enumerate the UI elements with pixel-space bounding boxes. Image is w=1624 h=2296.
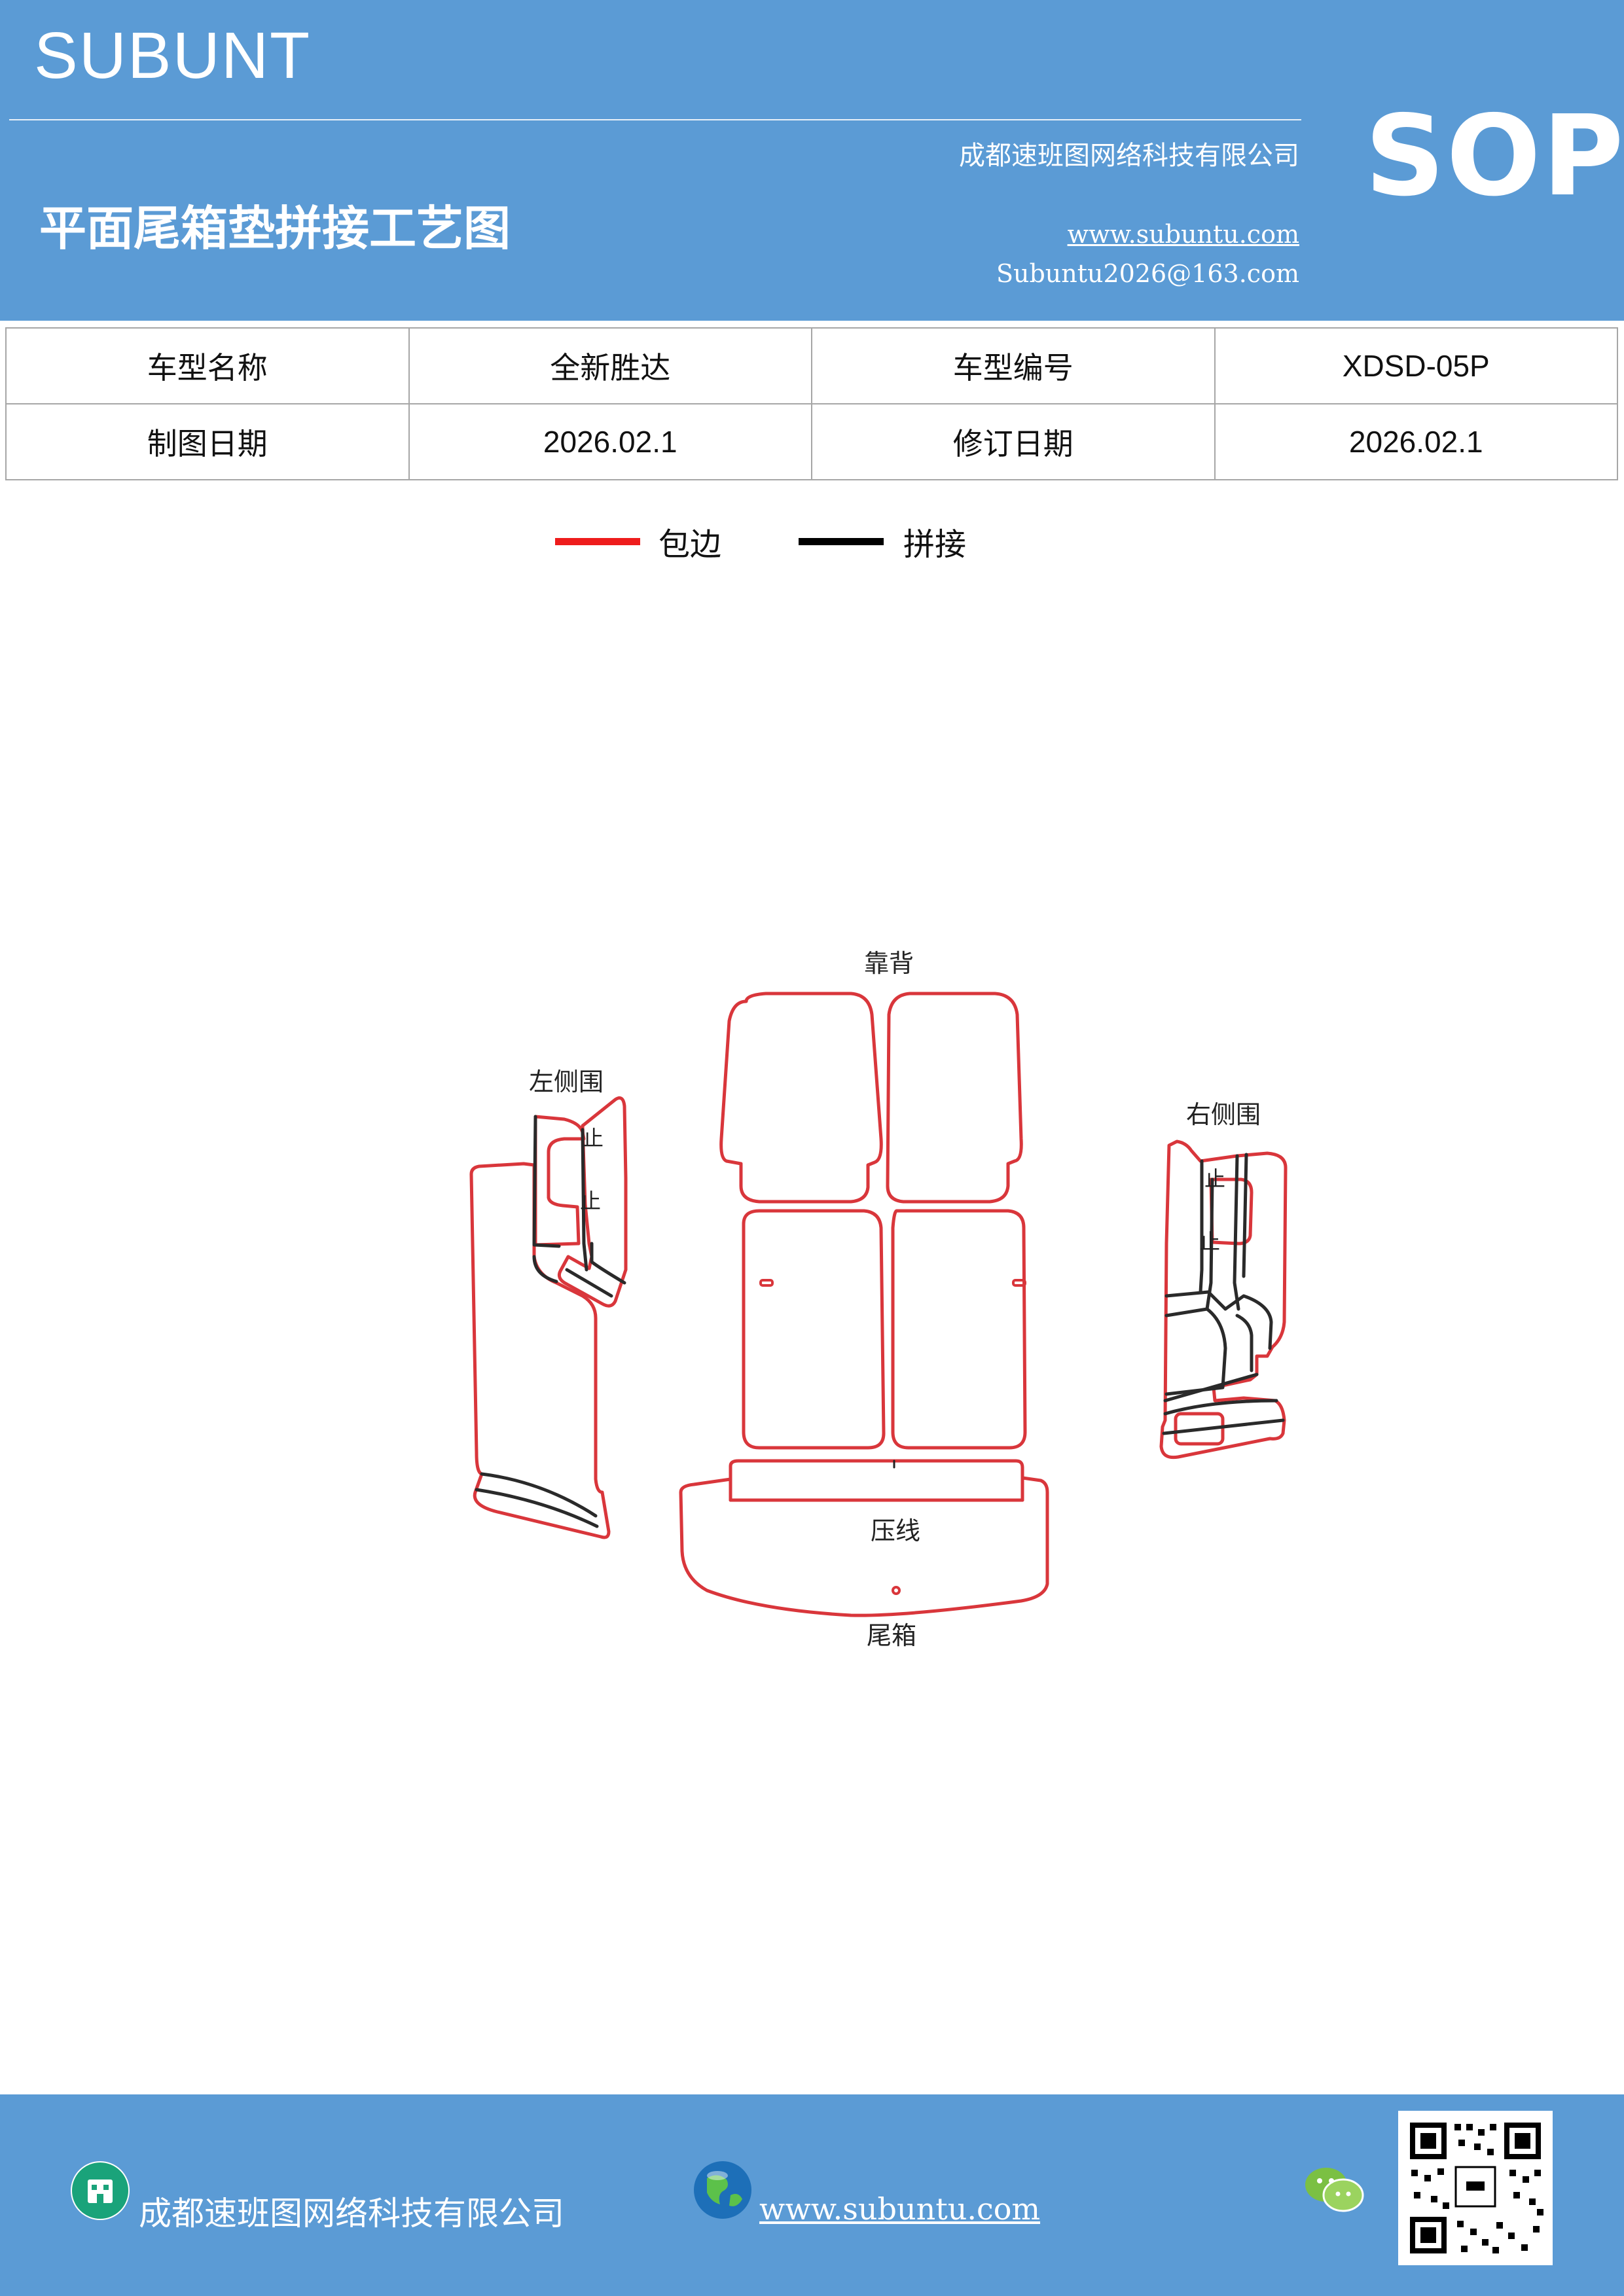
table-row: 车型名称 全新胜达 车型编号 XDSD-05P [5, 327, 1618, 404]
qr-code [1398, 2111, 1553, 2265]
left-side-upper [533, 1115, 586, 1247]
table-row: 制图日期 2026.02.1 修订日期 2026.02.1 [5, 403, 1618, 480]
right-side-label: 右侧围 [1186, 1100, 1261, 1129]
backrest-label: 靠背 [864, 949, 914, 978]
footer-company: 成都速班图网络科技有限公司 [139, 2195, 564, 2233]
crease-label: 压线 [871, 1516, 920, 1545]
legend-swatch-black [799, 538, 884, 545]
footer-website-link[interactable]: www.subuntu.com [759, 2191, 1041, 2227]
legend-label: 包边 [659, 526, 722, 563]
draw-date-label: 制图日期 [5, 403, 410, 480]
legend-item-edge: 包边 [555, 517, 751, 569]
crease-strip [729, 1459, 1024, 1502]
left-side-strip [557, 1096, 628, 1308]
stop-mark: 止 [1199, 1229, 1220, 1254]
trunk-mat-diagram: 靠背 左侧围 右侧围 压线 尾箱 止 止 止 止 [469, 949, 1288, 1650]
stop-mark: 止 [580, 1189, 601, 1213]
email-address: Subuntu2026@163.com [996, 259, 1299, 288]
sop-badge: SOP [1365, 92, 1624, 221]
model-code-value: XDSD-05P [1214, 327, 1618, 404]
right-side-cutout [1174, 1412, 1225, 1446]
stop-mark: 止 [1204, 1166, 1225, 1191]
brand-name: SUBUNT [34, 19, 312, 92]
header-divider [9, 119, 1301, 120]
draw-date-value: 2026.02.1 [408, 403, 812, 480]
vehicle-info-table: 车型名称 全新胜达 车型编号 XDSD-05P 制图日期 2026.02.1 修… [5, 327, 1618, 480]
header-banner [0, 0, 1624, 321]
slot-right [1012, 1279, 1026, 1287]
building-icon [71, 2161, 130, 2220]
right-side-outer [1159, 1139, 1288, 1460]
slot-left [759, 1279, 774, 1287]
globe-icon [694, 2161, 751, 2219]
document-title: 平面尾箱垫拼接工艺图 [39, 200, 511, 256]
model-name-value: 全新胜达 [408, 327, 812, 404]
stop-mark: 止 [583, 1126, 604, 1151]
model-name-label: 车型名称 [5, 327, 410, 404]
model-code-label: 车型编号 [811, 327, 1216, 404]
revise-date-value: 2026.02.1 [1214, 403, 1618, 480]
backrest-right-panel [886, 992, 1023, 1204]
legend-swatch-red [555, 538, 640, 545]
revise-date-label: 修订日期 [811, 403, 1216, 480]
legend-label: 拼接 [903, 526, 967, 563]
qr-code-icon [1406, 2119, 1545, 2257]
trunk-hole [892, 1586, 901, 1595]
seat-left-panel [742, 1209, 886, 1450]
backrest-left-panel [719, 992, 883, 1204]
website-link[interactable]: www.subuntu.com [1067, 220, 1299, 249]
legend-item-seam: 拼接 [799, 517, 995, 569]
wechat-icon [1305, 2168, 1364, 2212]
company-name: 成都速班图网络科技有限公司 [959, 141, 1299, 171]
trunk-panel [679, 1476, 1049, 1617]
trunk-label: 尾箱 [867, 1621, 916, 1650]
seat-right-panel [891, 1209, 1027, 1450]
left-side-label: 左侧围 [529, 1067, 604, 1096]
